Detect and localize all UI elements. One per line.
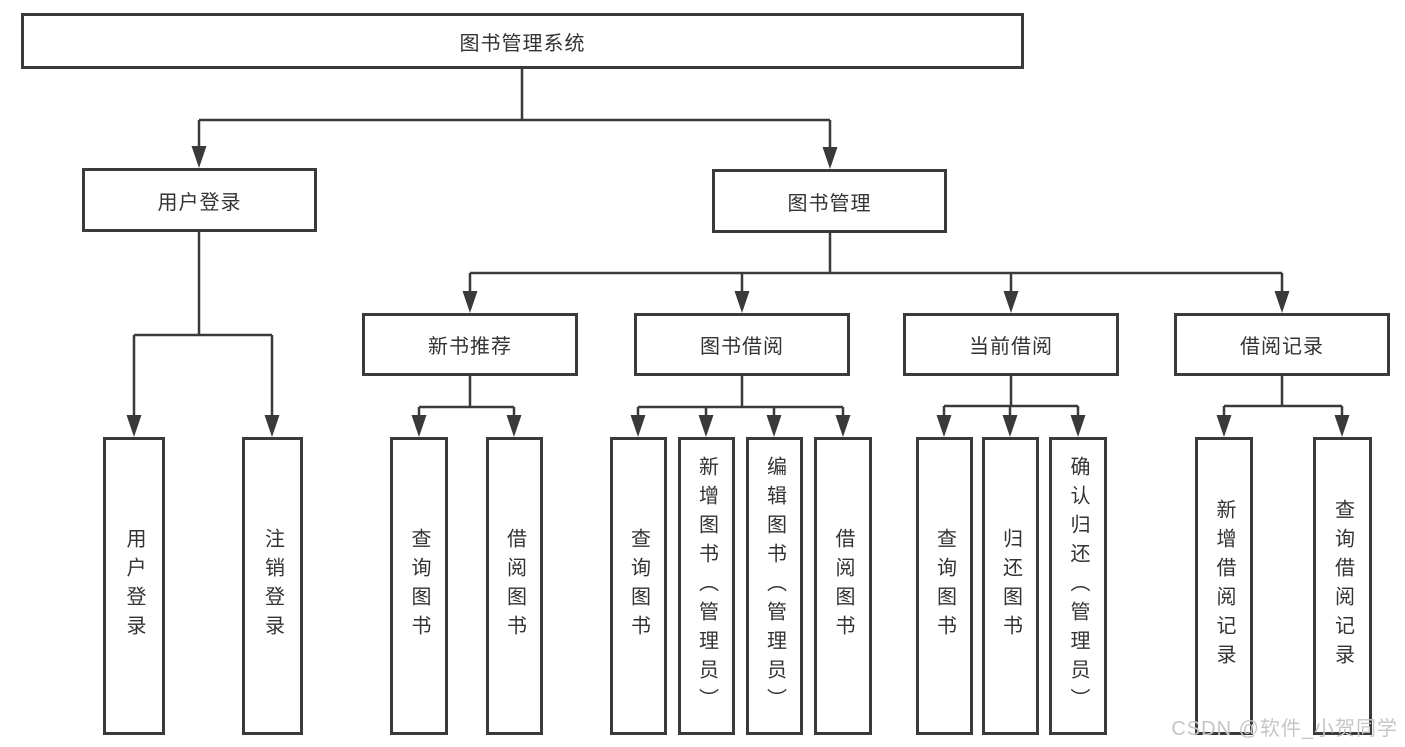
leaf-logout: 注销登录 [242,437,303,735]
node-label: 图书借阅 [700,336,784,358]
node-label: 归还图书 [999,528,1022,644]
node-user-login: 用户登录 [82,168,317,232]
leaf-borrow-query-books: 查询图书 [610,437,667,735]
connector-userlogin-to-leaves [132,232,274,421]
node-current-borrow: 当前借阅 [903,313,1119,376]
node-label: 图书管理 [787,192,872,215]
connector-newrec-to-leaves [417,376,516,421]
node-label: 用户登录 [123,528,145,644]
node-label: 借阅图书 [832,528,854,644]
node-label: 借阅记录 [1240,336,1324,358]
leaf-current-return-books: 归还图书 [982,437,1039,735]
node-label: 图书管理系统 [459,32,586,55]
connector-bookborrow-to-leaves [636,376,845,421]
leaf-records-query-record: 查询借阅记录 [1313,437,1372,735]
leaf-records-add-record: 新增借阅记录 [1195,437,1253,735]
node-label: 查询图书 [933,528,956,644]
node-label: 查询图书 [408,528,430,644]
node-book-management: 图书管理 [712,169,947,233]
leaf-newrec-borrow-books: 借阅图书 [486,437,543,735]
csdn-watermark: CSDN @软件_小贺同学 [1171,718,1398,740]
connector-records-to-leaves [1222,376,1344,421]
node-label: 注销登录 [261,528,284,644]
node-label: 确认归还（管理员） [1067,455,1089,717]
connector-bookmgmt-to-level3 [468,233,1284,297]
leaf-current-query-books: 查询图书 [916,437,973,735]
leaf-borrow-add-books-admin: 新增图书（管理员） [678,437,735,735]
node-root: 图书管理系统 [21,13,1024,69]
node-label: 新增借阅记录 [1213,499,1235,673]
node-book-borrow: 图书借阅 [634,313,850,376]
node-label: 查询图书 [627,528,650,644]
leaf-borrow-edit-books-admin: 编辑图书（管理员） [746,437,803,735]
node-label: 借阅图书 [503,528,526,644]
node-label: 查询借阅记录 [1331,499,1354,673]
connector-currentborrow-to-leaves [942,376,1080,421]
leaf-borrow-borrow-books: 借阅图书 [814,437,872,735]
node-new-book-recommend: 新书推荐 [362,313,578,376]
node-label: 编辑图书（管理员） [763,455,786,717]
node-label: 新增图书（管理员） [695,455,718,717]
node-label: 当前借阅 [969,336,1053,358]
node-borrow-records: 借阅记录 [1174,313,1390,376]
leaf-newrec-query-books: 查询图书 [390,437,448,735]
node-label: 新书推荐 [428,336,512,358]
node-label: 用户登录 [157,191,242,214]
leaf-current-confirm-return-admin: 确认归还（管理员） [1049,437,1107,735]
leaf-user-login: 用户登录 [103,437,165,735]
connector-root-to-level2 [197,69,832,153]
